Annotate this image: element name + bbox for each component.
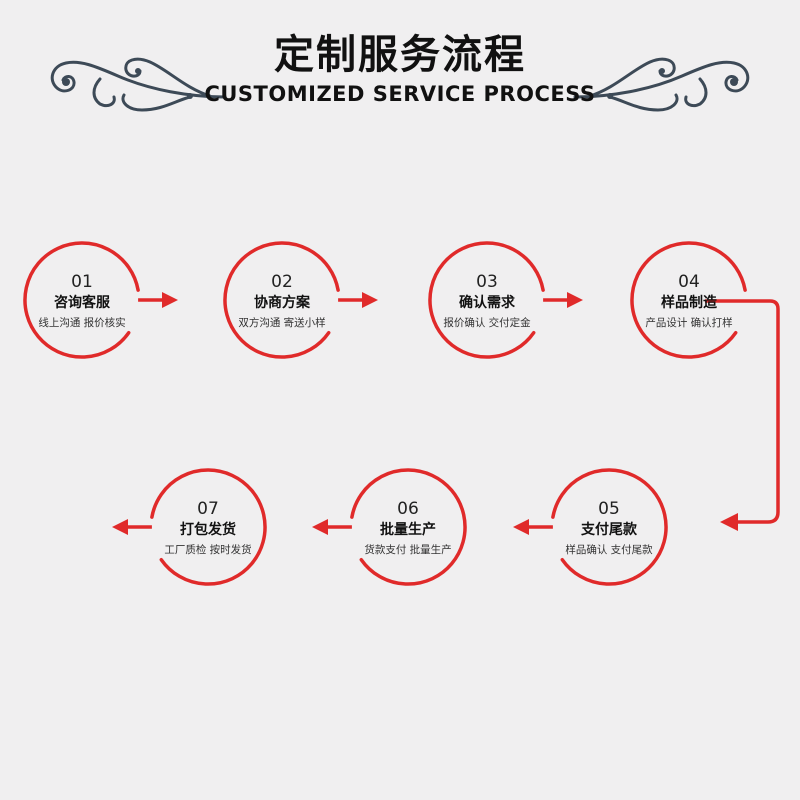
step-arc-05: [551, 468, 668, 586]
step-number: 02: [271, 272, 293, 292]
step-desc: 样品确认 支付尾款: [565, 544, 653, 556]
page-subtitle: CUSTOMIZED SERVICE PROCESS: [204, 82, 596, 106]
step-02: 02 协商方案双方沟通 寄送小样: [217, 272, 347, 331]
step-name: 咨询客服: [54, 295, 110, 311]
step-arrowhead-icon: [162, 292, 178, 308]
step-number: 06: [397, 499, 419, 519]
step-arcs: [23, 241, 747, 586]
step-number: 07: [197, 499, 219, 519]
right-ornament-curl-icon: [607, 68, 738, 99]
step-number: 01: [71, 272, 93, 292]
step-05: 05 支付尾款样品确认 支付尾款: [544, 499, 674, 558]
step-arrowhead-icon: [567, 292, 583, 308]
step-arc-01: [23, 241, 140, 359]
step-arc-04: [630, 241, 747, 359]
step-arc-07: [150, 468, 267, 586]
step-desc: 产品设计 确认打样: [645, 317, 733, 329]
step-number: 05: [598, 499, 620, 519]
step-arrowhead-icon: [112, 519, 128, 535]
step-06: 06 批量生产货款支付 批量生产: [343, 499, 473, 558]
step-arc-06: [350, 468, 467, 586]
step-07: 07 打包发货工厂质检 按时发货: [143, 499, 273, 558]
step-arrowhead-icon: [513, 519, 529, 535]
step-arc-02: [223, 241, 340, 359]
step-name: 支付尾款: [581, 522, 637, 538]
connector-arrow-04-05: [705, 299, 780, 524]
step-01: 01 咨询客服线上沟通 报价核实: [17, 272, 147, 331]
page-title: 定制服务流程: [274, 32, 526, 78]
step-desc: 报价确认 交付定金: [443, 317, 531, 329]
step-arrowhead-icon: [312, 519, 328, 535]
left-ornament-curl-icon: [62, 68, 193, 99]
connector-arrowhead-icon: [720, 513, 738, 531]
step-number: 03: [476, 272, 498, 292]
step-arc-03: [428, 241, 545, 359]
step-name: 样品制造: [661, 295, 717, 311]
step-name: 确认需求: [459, 295, 515, 311]
step-04: 04 样品制造产品设计 确认打样: [624, 272, 754, 331]
step-desc: 工厂质检 按时发货: [164, 544, 252, 556]
right-ornament-icon: [573, 57, 750, 112]
step-desc: 线上沟通 报价核实: [38, 317, 126, 329]
step-name: 批量生产: [380, 522, 436, 538]
step-number: 04: [678, 272, 700, 292]
left-ornament-icon: [50, 57, 227, 112]
step-desc: 货款支付 批量生产: [364, 544, 452, 556]
step-arrowhead-icon: [362, 292, 378, 308]
step-desc: 双方沟通 寄送小样: [238, 317, 326, 329]
step-03: 03 确认需求报价确认 交付定金: [422, 272, 552, 331]
step-name: 打包发货: [180, 522, 236, 538]
step-name: 协商方案: [254, 295, 310, 311]
